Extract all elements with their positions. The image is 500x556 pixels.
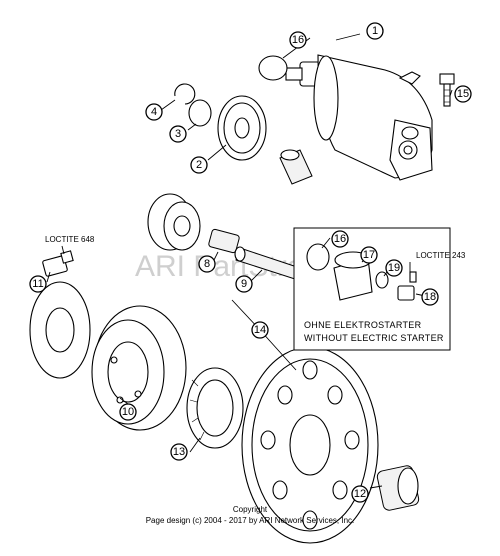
svg-text:17: 17 bbox=[363, 249, 375, 261]
loctite-648-label: LOCTITE 648 bbox=[45, 235, 95, 244]
svg-text:11: 11 bbox=[32, 278, 43, 290]
loctite-243-label: LOCTITE 243 bbox=[416, 251, 466, 260]
svg-text:2: 2 bbox=[196, 159, 202, 171]
starter-motor[interactable] bbox=[285, 54, 433, 181]
svg-text:18: 18 bbox=[424, 291, 436, 303]
freewheel-13[interactable] bbox=[186, 367, 244, 449]
needle-sleeve[interactable] bbox=[279, 149, 313, 185]
svg-text:8: 8 bbox=[204, 258, 210, 270]
callout-15[interactable]: 15 bbox=[454, 85, 472, 103]
callout-14[interactable]: 14 bbox=[251, 321, 269, 339]
callout-16-top[interactable]: 16 bbox=[289, 31, 307, 49]
starter-gear-14[interactable] bbox=[241, 346, 379, 544]
callout-3[interactable]: 3 bbox=[169, 125, 187, 143]
callout-19[interactable]: 19 bbox=[385, 259, 403, 277]
double-gear[interactable] bbox=[147, 193, 201, 251]
callout-8[interactable]: 8 bbox=[198, 255, 216, 273]
svg-text:13: 13 bbox=[173, 446, 185, 458]
callout-2[interactable]: 2 bbox=[190, 156, 208, 174]
svg-text:3: 3 bbox=[175, 128, 181, 140]
screw-11[interactable] bbox=[42, 250, 74, 277]
svg-text:19: 19 bbox=[388, 262, 400, 274]
needle-bearing-8[interactable] bbox=[208, 228, 240, 254]
callout-17[interactable]: 17 bbox=[360, 246, 378, 264]
callout-4[interactable]: 4 bbox=[145, 103, 163, 121]
svg-text:9: 9 bbox=[241, 278, 247, 290]
bolt-15[interactable] bbox=[439, 73, 455, 107]
page-design-text: Page design (c) 2004 - 2017 by ARI Netwo… bbox=[146, 516, 355, 525]
svg-text:12: 12 bbox=[354, 488, 366, 500]
svg-text:15: 15 bbox=[457, 88, 469, 100]
svg-text:14: 14 bbox=[254, 324, 266, 336]
svg-text:1: 1 bbox=[372, 25, 378, 37]
callout-18[interactable]: 18 bbox=[421, 288, 439, 306]
needle-bearing-12[interactable] bbox=[376, 465, 420, 512]
callout-12[interactable]: 12 bbox=[351, 485, 369, 503]
callout-11[interactable]: 11 bbox=[29, 275, 47, 293]
copyright-text: Copyright bbox=[233, 505, 268, 514]
o-ring-16-top[interactable] bbox=[258, 55, 288, 81]
callout-16-inset[interactable]: 16 bbox=[331, 230, 349, 248]
svg-text:16: 16 bbox=[292, 34, 304, 46]
pin-9[interactable] bbox=[234, 246, 301, 281]
sprocket-gear[interactable] bbox=[29, 281, 91, 379]
callout-10[interactable]: 10 bbox=[119, 403, 137, 421]
inset-caption-1: OHNE ELEKTROSTARTER bbox=[304, 320, 422, 330]
svg-text:10: 10 bbox=[122, 406, 134, 418]
inset-box: OHNE ELEKTROSTARTER WITHOUT ELECTRIC STA… bbox=[293, 227, 466, 351]
washer-3[interactable] bbox=[188, 99, 212, 127]
svg-text:4: 4 bbox=[151, 106, 157, 118]
intermediate-gear-2[interactable] bbox=[217, 95, 267, 161]
flywheel-rotor-10[interactable] bbox=[91, 305, 187, 431]
callout-13[interactable]: 13 bbox=[170, 443, 188, 461]
inset-caption-2: WITHOUT ELECTRIC STARTER bbox=[304, 333, 444, 343]
svg-text:16: 16 bbox=[334, 233, 346, 245]
callout-1[interactable]: 1 bbox=[366, 22, 384, 40]
circlip-4[interactable] bbox=[174, 83, 196, 105]
callout-9[interactable]: 9 bbox=[235, 275, 253, 293]
